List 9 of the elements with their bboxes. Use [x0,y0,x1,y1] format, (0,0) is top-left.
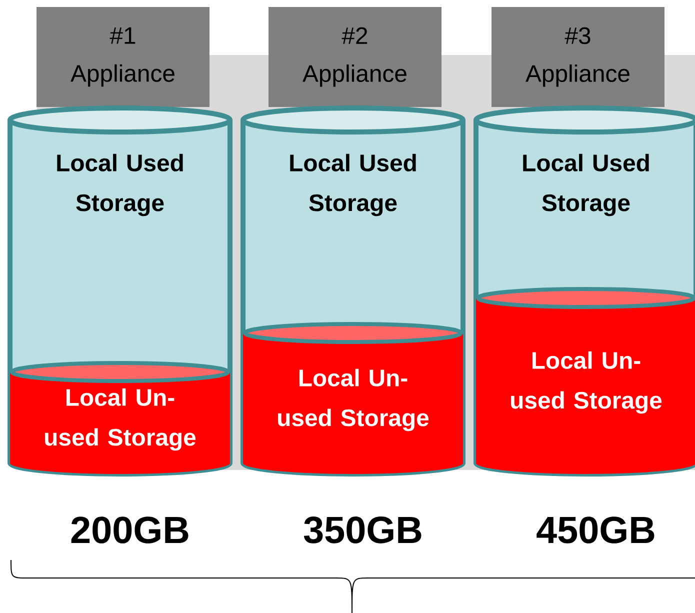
capacity-label: 350GB [304,516,422,544]
appliance-box: #1 Appliance [36,7,210,107]
storage-level: Local Un- used Storage [476,287,695,474]
capacity-label: 200GB [71,516,188,544]
storage-level: Local Un- used Storage [10,361,230,474]
appliance-box: #3 Appliance [492,7,664,107]
capacity-label: 450GB [536,516,654,544]
appliance-box: #2 Appliance [268,7,442,107]
storage-level: Local Un- used Storage [243,322,463,474]
